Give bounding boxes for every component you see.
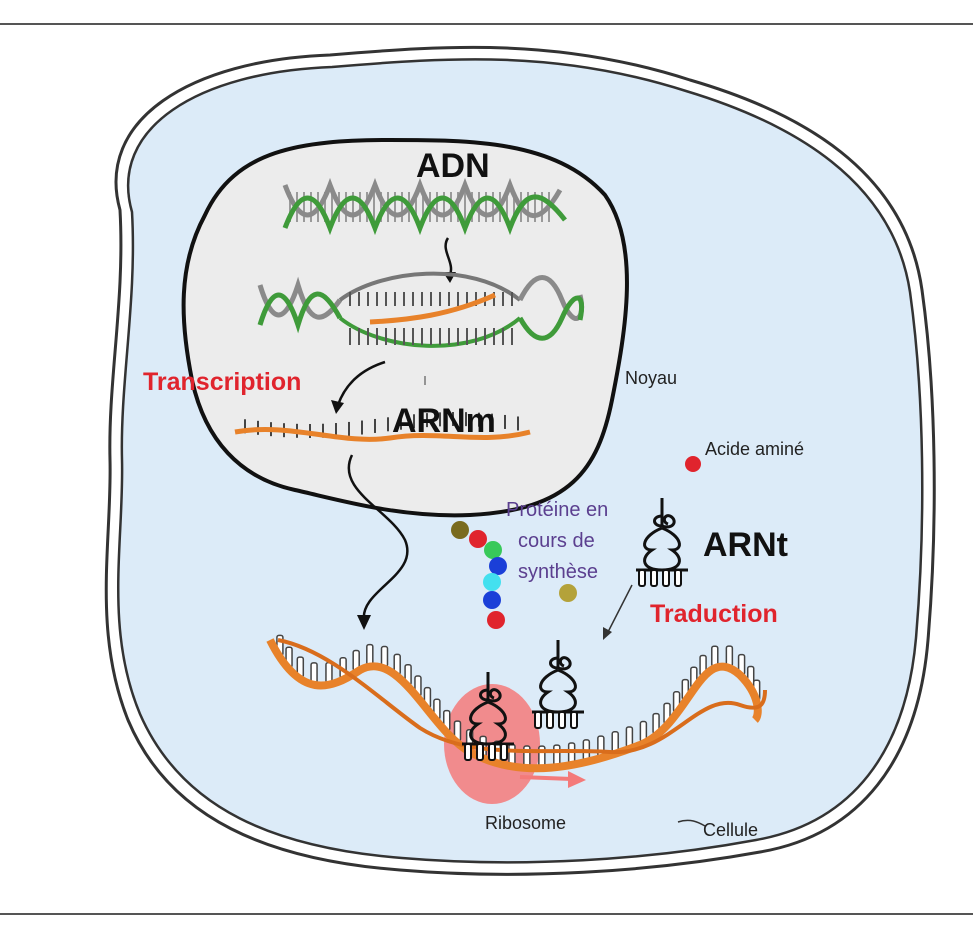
cell-membrane-outer <box>104 45 936 876</box>
trna-anticodon-base <box>476 743 484 761</box>
ribosome-direction-arrow <box>519 775 573 781</box>
label-traduction: Traduction <box>650 600 778 628</box>
trna-anticodon-base <box>558 711 566 729</box>
arrow-transcription-head <box>331 400 344 414</box>
dna-transcription-bubble <box>257 271 585 348</box>
cellule-pointer <box>677 819 706 827</box>
trna-body <box>539 668 559 714</box>
trna-anticodon-base <box>488 743 496 761</box>
trna-anticodon-base <box>662 569 670 587</box>
trna-body <box>661 514 676 529</box>
amino-acid <box>469 530 487 548</box>
arrow-transcription <box>336 360 386 406</box>
mrna-codon-base <box>366 643 374 666</box>
mrna-codon-base <box>725 645 734 667</box>
dna-right-helix-green <box>517 295 585 341</box>
amino-acid <box>484 541 502 559</box>
label-arnt: ARNt <box>703 526 788 564</box>
label-ribosome: Ribosome <box>485 813 566 833</box>
label-acide-amine: Acide aminé <box>705 439 804 459</box>
trna-body <box>557 656 572 671</box>
trna-anticodon-base <box>570 711 578 729</box>
amino-acid <box>483 573 501 591</box>
amino-acid <box>487 611 505 629</box>
dna-left-helix-gray <box>257 276 343 320</box>
trna-body <box>487 688 502 703</box>
mrna-codon-base <box>711 645 719 667</box>
nucleus <box>181 137 629 518</box>
trna-anticodon-base <box>534 711 542 729</box>
label-proteine-line3: synthèse <box>518 561 598 583</box>
label-transcription: Transcription <box>143 368 301 396</box>
free-amino-acid <box>685 456 701 472</box>
trna-body <box>479 688 489 702</box>
pointer-arrow-trna <box>607 584 633 633</box>
trna-anticodon-base <box>464 743 472 761</box>
mrna-in-bubble <box>369 292 497 325</box>
arrow-dna-opening <box>444 237 453 276</box>
cytoplasm-mrna-front <box>277 638 767 755</box>
mrna-strand <box>234 412 531 442</box>
trna-anticodon-base <box>674 569 682 587</box>
trna-body <box>557 668 577 714</box>
incoming-amino-acid <box>559 584 577 602</box>
mrna-codon-base <box>553 744 561 766</box>
label-adn: ADN <box>416 147 490 185</box>
amino-acid <box>483 591 501 609</box>
mrna-codon-base <box>508 743 516 766</box>
trna-body <box>643 526 663 572</box>
label-proteine-line2: cours de <box>518 530 595 552</box>
dna-strand-gray-top <box>282 177 563 219</box>
trna-incoming <box>532 640 584 729</box>
trna-free <box>636 498 688 587</box>
amino-acid <box>451 521 469 539</box>
trna-body <box>469 700 489 746</box>
mrna-codon-base <box>380 645 389 668</box>
trna-body <box>549 656 559 670</box>
protein-chain <box>451 521 507 629</box>
trna-in-ribosome <box>462 672 514 761</box>
trna-anticodon-base <box>500 743 508 761</box>
dna-bubble-upper-strand <box>338 271 522 302</box>
mrna-codon-base <box>325 661 333 684</box>
trna-anticodon-base <box>546 711 554 729</box>
dna-helix-top <box>282 177 567 236</box>
mrna-codon-base <box>611 731 619 753</box>
label-noyau: Noyau <box>625 368 677 388</box>
mrna-export-arrowhead <box>357 615 371 630</box>
mrna-export-path <box>347 454 409 621</box>
trna-body <box>653 514 663 528</box>
label-arnm: ARNm <box>392 402 496 440</box>
mrna-backbone <box>234 426 531 442</box>
trna-body <box>661 526 681 572</box>
dna-left-helix-green <box>257 291 343 334</box>
label-proteine-line1: Protéine en <box>506 499 608 521</box>
mrna-codon-base <box>310 662 318 684</box>
amino-acid <box>489 557 507 575</box>
dna-bubble-lower-strand <box>338 316 522 348</box>
trna-body <box>487 700 507 746</box>
trna-anticodon-base <box>638 569 646 587</box>
pointer-arrow-trna-head <box>603 627 612 640</box>
dna-strand-green-top <box>282 194 567 236</box>
label-cellule: Cellule <box>703 820 758 840</box>
trna-anticodon-base <box>650 569 658 587</box>
ribosome-direction-arrowhead <box>568 771 586 788</box>
